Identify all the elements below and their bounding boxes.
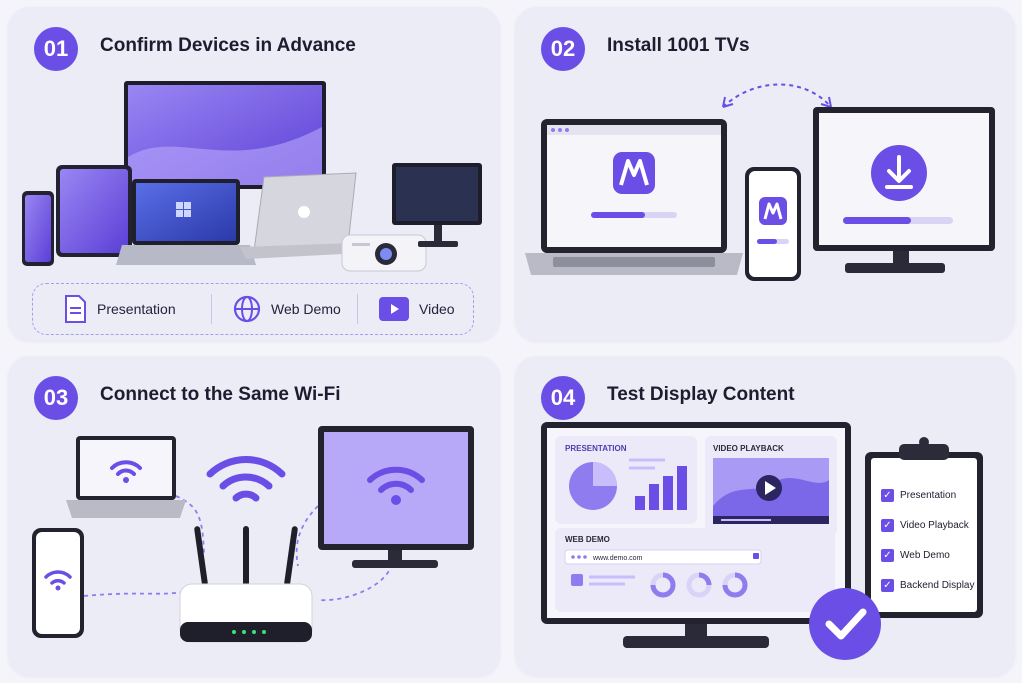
television-icon — [124, 81, 326, 211]
divider — [211, 294, 212, 324]
check-badge-icon — [809, 588, 881, 660]
presentation-panel-label: PRESENTATION — [565, 444, 627, 453]
install-illustration — [525, 83, 995, 281]
bar-chart-icon — [629, 458, 687, 510]
step-1-number: 01 — [34, 27, 78, 71]
step-1-title: Confirm Devices in Advance — [100, 35, 356, 56]
step-2-title: Install 1001 TVs — [607, 35, 750, 56]
step-2-number: 02 — [541, 27, 585, 71]
laptop-icon — [66, 436, 186, 518]
wifi-icon — [206, 456, 286, 502]
sync-arrow — [722, 83, 832, 108]
content-type-label: Video — [419, 301, 455, 317]
checklist-item[interactable]: ✓ Backend Display — [881, 570, 991, 600]
step-1-card: 01 Confirm Devices in Advance — [8, 7, 500, 341]
step-4-number: 04 — [541, 376, 585, 420]
checklist-label: Backend Display — [900, 579, 975, 591]
url-text: www.demo.com — [592, 555, 643, 562]
pie-chart-icon — [569, 462, 617, 510]
url-bar — [564, 549, 762, 565]
laptop-icon — [525, 119, 743, 275]
phone-icon — [745, 167, 801, 281]
document-icon — [65, 295, 86, 323]
laptop-icon — [116, 179, 256, 265]
ring-chart-icon — [650, 572, 748, 598]
checklist-item[interactable]: ✓ Web Demo — [881, 540, 991, 570]
television-icon — [813, 107, 995, 273]
checklist-label: Video Playback — [900, 519, 969, 531]
checklist: ✓ Presentation ✓ Video Playback ✓ Web De… — [881, 480, 991, 600]
step-2-card: 02 Install 1001 TVs — [515, 7, 1015, 341]
step-3-number: 03 — [34, 376, 78, 420]
devices-illustration — [22, 81, 482, 272]
checklist-item[interactable]: ✓ Presentation — [881, 480, 991, 510]
content-type-video: Video — [379, 284, 455, 334]
web-demo-panel — [555, 528, 835, 612]
checkbox-checked-icon: ✓ — [881, 548, 894, 562]
phone-icon — [22, 191, 54, 266]
projector-icon — [341, 234, 427, 272]
router-icon — [179, 526, 313, 643]
step-4-title: Test Display Content — [607, 384, 795, 405]
web-demo-panel-label: WEB DEMO — [565, 535, 610, 544]
checkbox-checked-icon: ✓ — [881, 578, 894, 592]
wifi-illustration — [32, 426, 474, 643]
checkbox-checked-icon: ✓ — [881, 488, 894, 502]
content-type-presentation: Presentation — [63, 284, 176, 334]
step-4-card: 04 Test Display Content PRESENTATION VID… — [515, 356, 1015, 676]
step-3-title: Connect to the Same Wi-Fi — [100, 384, 341, 405]
step-3-card: 03 Connect to the Same Wi-Fi — [8, 356, 500, 676]
monitor-icon — [392, 163, 482, 247]
macbook-icon — [240, 172, 362, 259]
checklist-item[interactable]: ✓ Video Playback — [881, 510, 991, 540]
globe-icon — [233, 295, 261, 323]
content-type-label: Presentation — [97, 301, 176, 317]
video-panel-label: VIDEO PLAYBACK — [713, 444, 784, 453]
phone-icon — [32, 528, 84, 638]
divider — [357, 294, 358, 324]
checklist-label: Web Demo — [900, 549, 950, 561]
tablet-icon — [56, 165, 132, 257]
television-icon — [318, 426, 474, 568]
content-type-web-demo: Web Demo — [233, 284, 341, 334]
clipboard-icon — [865, 437, 983, 618]
content-types-bar: Presentation Web Demo Video — [32, 283, 474, 335]
test-display-illustration: PRESENTATION VIDEO PLAYBACK WEB DEMO www… — [541, 422, 983, 660]
play-icon — [379, 297, 409, 321]
checkbox-checked-icon: ✓ — [881, 518, 894, 532]
content-type-label: Web Demo — [271, 301, 341, 317]
checklist-label: Presentation — [900, 489, 957, 501]
